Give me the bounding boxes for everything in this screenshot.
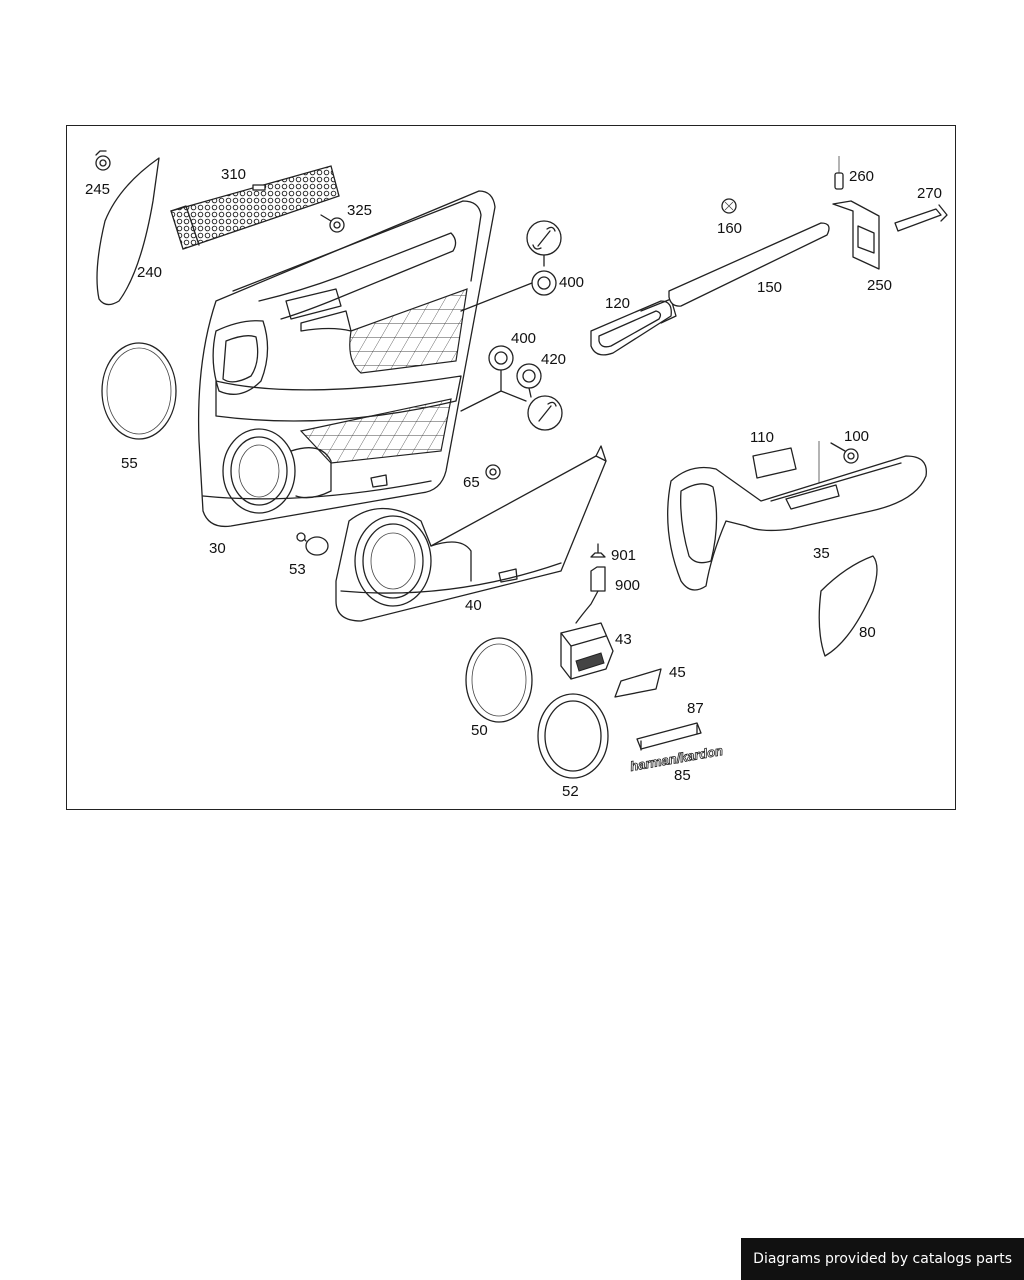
label-80: 80 — [859, 624, 876, 641]
part-80-insert — [818, 555, 878, 657]
part-240-trim-strip — [96, 157, 160, 306]
part-40-lower-panel — [335, 445, 607, 622]
part-400-grommet-lower — [460, 345, 527, 412]
part-260-pin — [834, 156, 844, 190]
label-100: 100 — [844, 428, 869, 445]
label-150: 150 — [757, 279, 782, 296]
diagram-frame: harman/kardon 245 240 310 325 55 30 53 6… — [66, 125, 956, 810]
label-325: 325 — [347, 202, 372, 219]
label-245: 245 — [85, 181, 110, 198]
part-55-sound-pad — [101, 342, 177, 440]
parts-diagram: harman/kardon 245 240 310 325 55 30 53 6… — [85, 150, 948, 800]
label-900: 900 — [615, 577, 640, 594]
label-250: 250 — [867, 277, 892, 294]
part-43-light-module — [560, 622, 614, 680]
label-120: 120 — [605, 295, 630, 312]
label-50: 50 — [471, 722, 488, 739]
part-120-door-handle — [590, 298, 677, 356]
label-87: 87 — [687, 700, 704, 717]
part-110-pad — [752, 447, 797, 479]
credit-banner: Diagrams provided by catalogs parts — [741, 1238, 1024, 1280]
label-35: 35 — [813, 545, 830, 562]
part-900-socket — [575, 566, 606, 624]
part-53-push-clip — [296, 532, 329, 556]
label-110: 110 — [750, 429, 774, 446]
label-400-lower: 400 — [511, 330, 536, 347]
label-310: 310 — [221, 166, 246, 183]
label-400-upper: 400 — [559, 274, 584, 291]
label-85: 85 — [674, 767, 691, 784]
label-240: 240 — [137, 264, 162, 281]
part-52-trim-ring — [537, 693, 609, 779]
label-43: 43 — [615, 631, 632, 648]
part-35-armrest — [667, 455, 927, 591]
label-52: 52 — [562, 783, 579, 800]
part-245-clip — [95, 150, 111, 171]
part-250-bracket — [832, 200, 880, 270]
part-87-bracket — [636, 722, 702, 751]
part-420-grommet — [516, 363, 563, 431]
label-420: 420 — [541, 351, 566, 368]
part-50-ring — [465, 637, 533, 723]
label-30: 30 — [209, 540, 226, 557]
label-55: 55 — [121, 455, 138, 472]
part-45-lens — [614, 668, 662, 698]
part-65-clip — [485, 464, 501, 480]
part-160-clip — [721, 198, 737, 214]
part-400-grommet-upper — [460, 220, 562, 312]
part-310-speaker-grille — [170, 165, 340, 250]
label-53: 53 — [289, 561, 306, 578]
label-40: 40 — [465, 597, 482, 614]
label-270: 270 — [917, 185, 942, 202]
label-65: 65 — [463, 474, 480, 491]
part-325-screw — [320, 214, 345, 233]
part-150-trim-strip — [668, 222, 830, 307]
part-901-bulb — [590, 543, 606, 558]
label-260: 260 — [849, 168, 874, 185]
label-45: 45 — [669, 664, 686, 681]
label-160: 160 — [717, 220, 742, 237]
part-270-rivet — [894, 204, 948, 232]
part-30-door-panel — [197, 190, 496, 528]
label-901: 901 — [611, 547, 636, 564]
